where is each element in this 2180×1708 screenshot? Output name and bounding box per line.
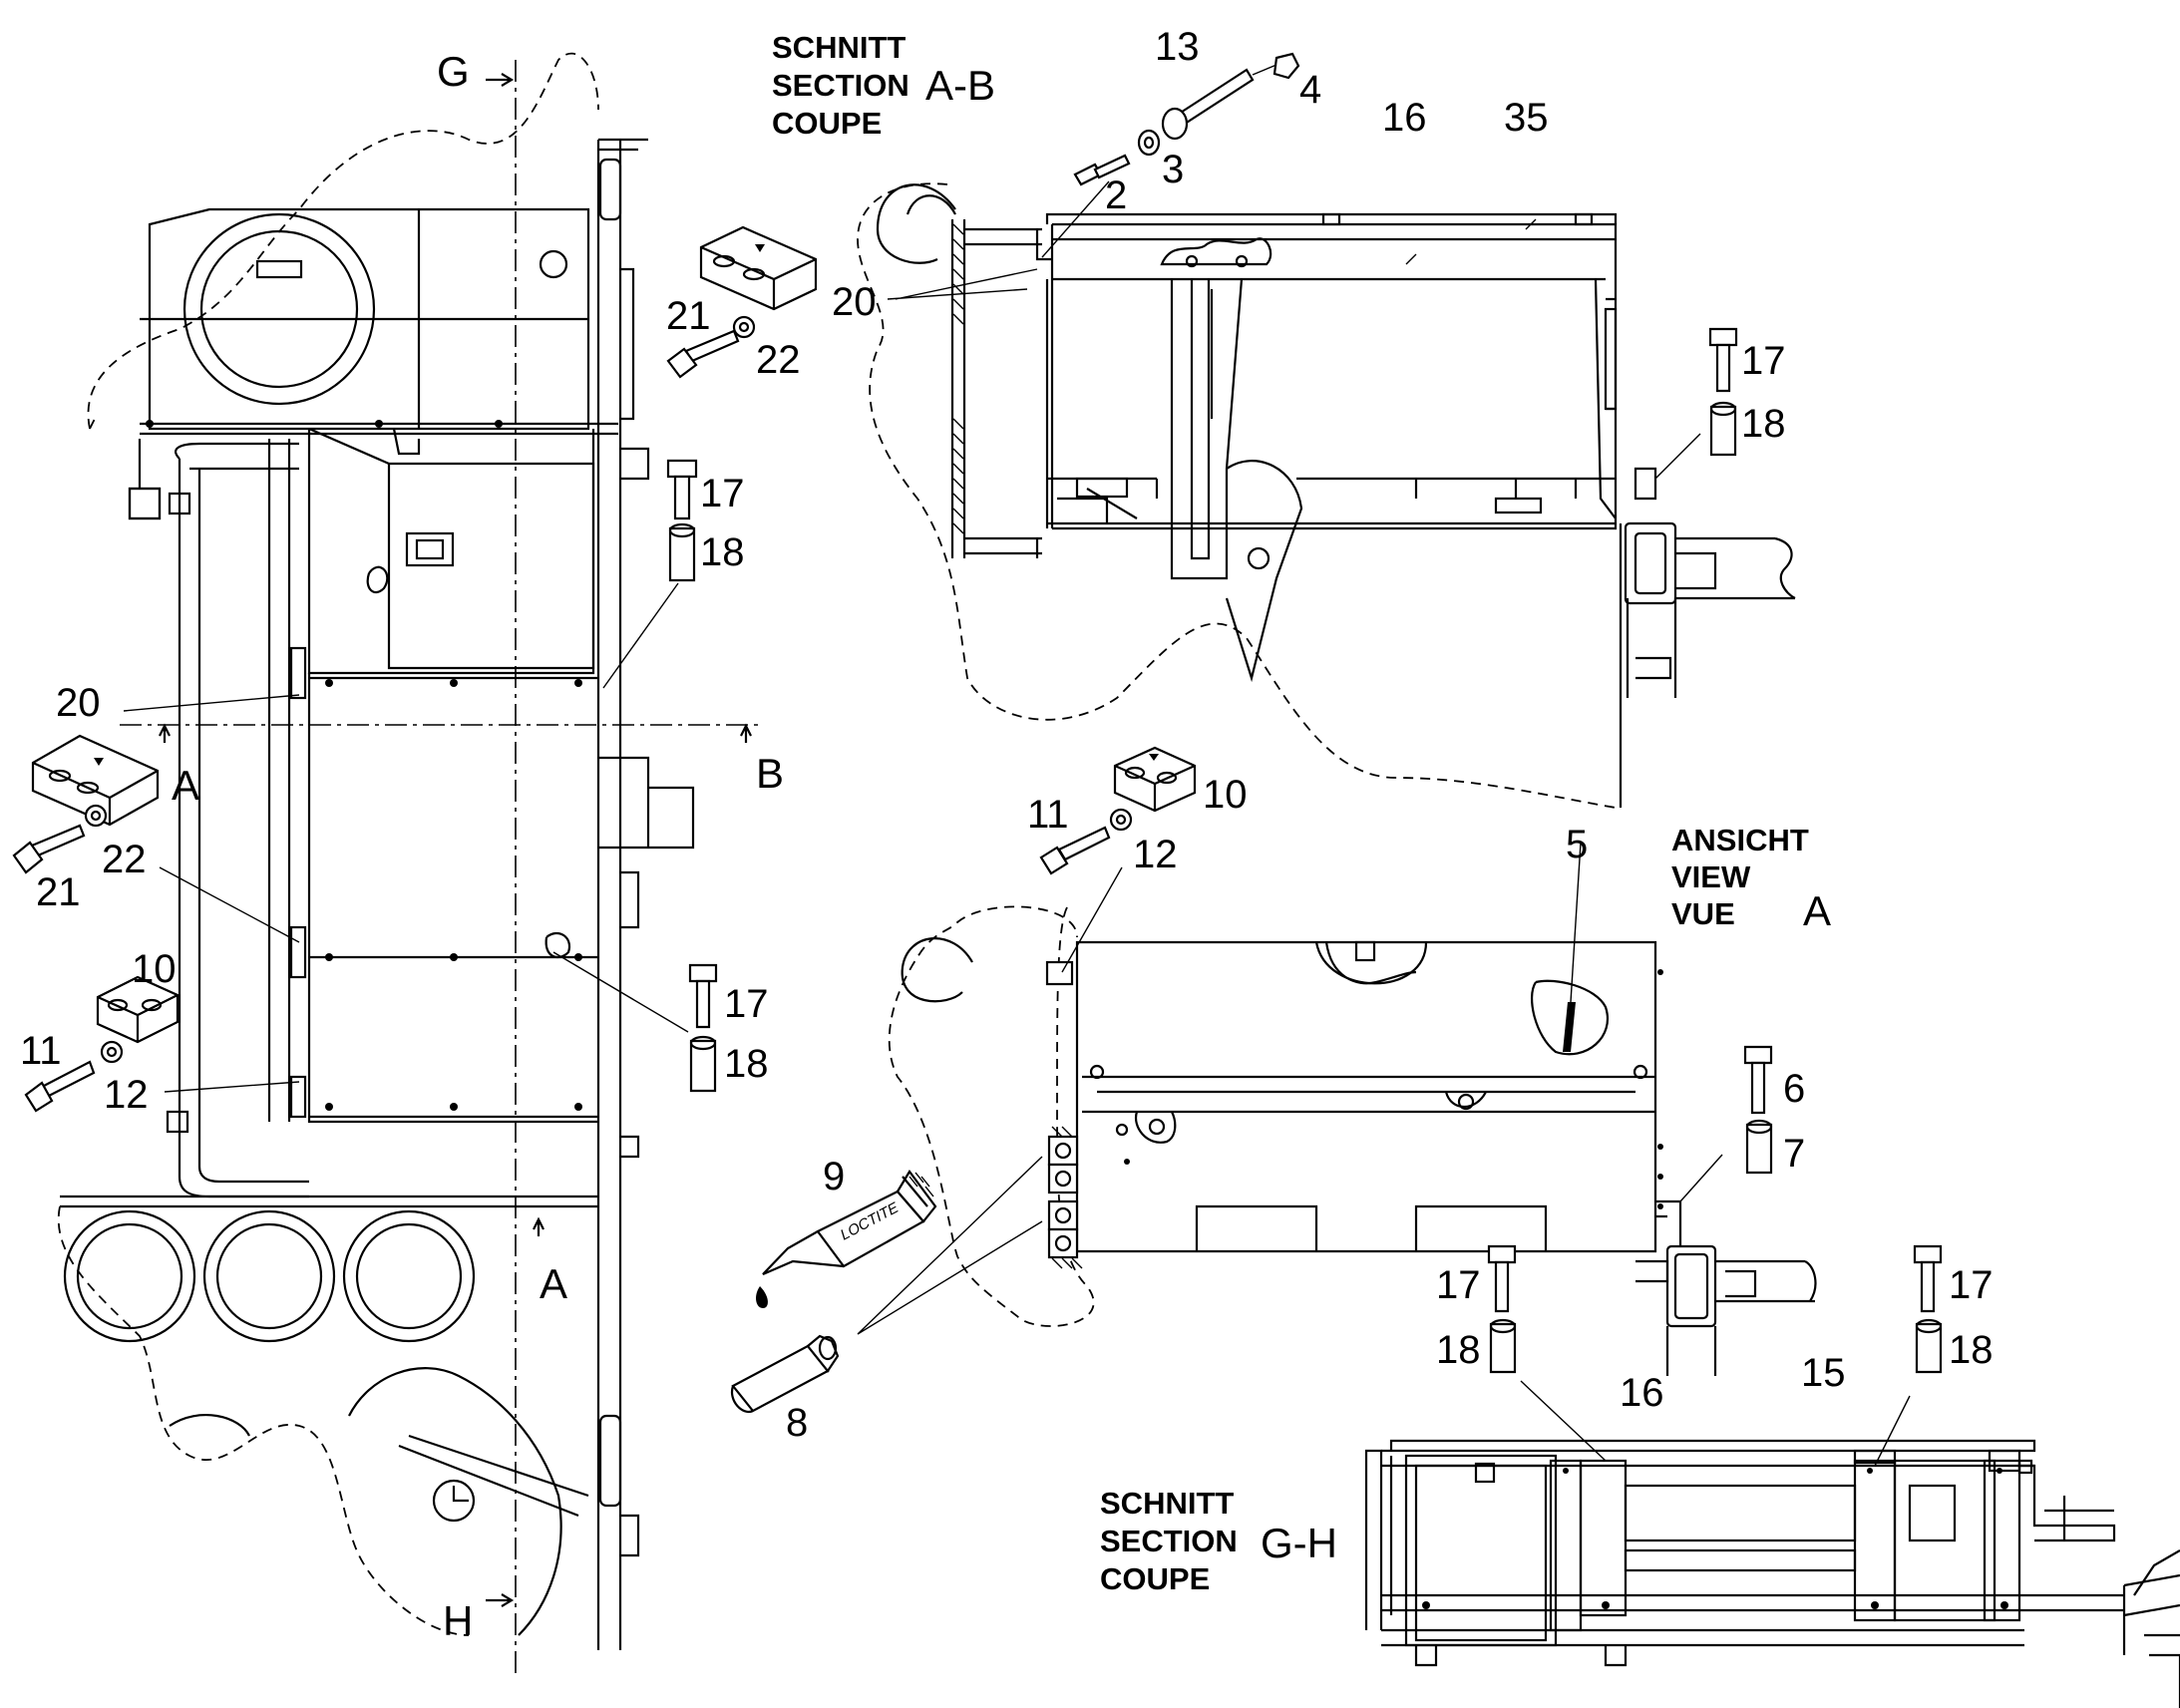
bolt-11-left — [24, 1040, 124, 1113]
main-frame-assembly — [57, 52, 758, 1675]
callout-35: 35 — [1504, 96, 1549, 140]
callout-17-gh-right: 17 — [1949, 1263, 1994, 1307]
view-a-drawing — [857, 842, 1817, 1376]
callout-20-top: 20 — [832, 280, 877, 324]
callout-6: 6 — [1783, 1067, 1805, 1111]
callout-4: 4 — [1299, 68, 1321, 112]
cut-mark-a-left: A — [172, 762, 199, 809]
cut-mark-h: H — [443, 1597, 473, 1644]
callout-13: 13 — [1155, 25, 1200, 69]
bolt-11-mid — [1039, 808, 1133, 875]
section-ab-label: A-B — [925, 62, 995, 109]
screw-17-bushing-18-gh-right — [1913, 1244, 1943, 1374]
part-8 — [730, 1334, 840, 1414]
screw-6-bushing-7 — [1743, 1045, 1773, 1175]
cut-mark-a-bottom: A — [540, 1260, 567, 1307]
callout-18-upper: 18 — [700, 530, 745, 574]
screw-17-bushing-18-upper — [666, 459, 698, 582]
view-a-caption-line1: ANSICHT — [1671, 823, 1809, 857]
section-ab-caption-line3: COUPE — [772, 106, 882, 141]
callout-22-left: 22 — [102, 838, 147, 881]
callout-17-upper: 17 — [700, 472, 745, 515]
callout-9: 9 — [823, 1155, 845, 1198]
callout-18-lower: 18 — [724, 1042, 769, 1086]
section-gh-label: G-H — [1261, 1520, 1337, 1566]
section-gh-caption-line3: COUPE — [1100, 1561, 1210, 1596]
section-gh-caption-line2: SECTION — [1100, 1524, 1238, 1558]
callout-11-left: 11 — [20, 1029, 62, 1073]
bolt-21-left — [12, 804, 108, 874]
section-ab-caption-line1: SCHNITT — [772, 30, 906, 65]
callout-12-mid: 12 — [1133, 833, 1178, 876]
loctite-tube-9 — [756, 1170, 937, 1308]
view-a-label: A — [1803, 887, 1831, 934]
callout-21-left: 21 — [36, 870, 81, 914]
clamp-block-10-mid — [1113, 746, 1197, 813]
callout-16-gh: 16 — [1620, 1371, 1664, 1415]
screw-17-bushing-18-lower — [688, 963, 718, 1093]
callout-2: 2 — [1105, 173, 1127, 217]
screw-17-bushing-18-gh-left — [1487, 1244, 1517, 1374]
section-gh-drawing — [1364, 1380, 2180, 1708]
callout-22-top: 22 — [756, 338, 801, 382]
section-ab-drawing — [857, 52, 1796, 809]
callout-7: 7 — [1783, 1132, 1805, 1176]
callout-12-left: 12 — [104, 1073, 149, 1117]
callout-10-left: 10 — [132, 947, 177, 991]
callout-18-gh-right: 18 — [1949, 1328, 1994, 1372]
callout-20-left: 20 — [56, 681, 101, 725]
callout-21-top: 21 — [666, 294, 711, 338]
view-a-caption-line3: VUE — [1671, 896, 1735, 931]
callout-16-top: 16 — [1382, 96, 1427, 140]
callout-17-ab: 17 — [1741, 339, 1786, 383]
section-ab-caption-line2: SECTION — [772, 68, 909, 103]
clamp-block-20-left — [31, 734, 160, 827]
callout-15: 15 — [1801, 1351, 1846, 1395]
callout-3: 3 — [1162, 148, 1184, 191]
callout-17-gh-left: 17 — [1436, 1263, 1481, 1307]
callout-8: 8 — [786, 1401, 808, 1445]
section-gh-caption-line1: SCHNITT — [1100, 1486, 1234, 1521]
bolt-21-top — [666, 315, 756, 379]
callout-11-mid: 11 — [1027, 793, 1069, 837]
callout-5: 5 — [1566, 823, 1588, 866]
cut-mark-g: G — [437, 48, 470, 95]
cut-mark-b-right: B — [756, 750, 784, 797]
callout-18-gh-left: 18 — [1436, 1328, 1481, 1372]
clamp-block-10-left — [96, 975, 180, 1044]
clamp-block-20-top — [699, 225, 818, 311]
view-a-caption-line2: VIEW — [1671, 859, 1751, 894]
callout-18-ab: 18 — [1741, 402, 1786, 446]
callout-10-mid: 10 — [1203, 773, 1248, 817]
callout-17-lower: 17 — [724, 982, 769, 1026]
